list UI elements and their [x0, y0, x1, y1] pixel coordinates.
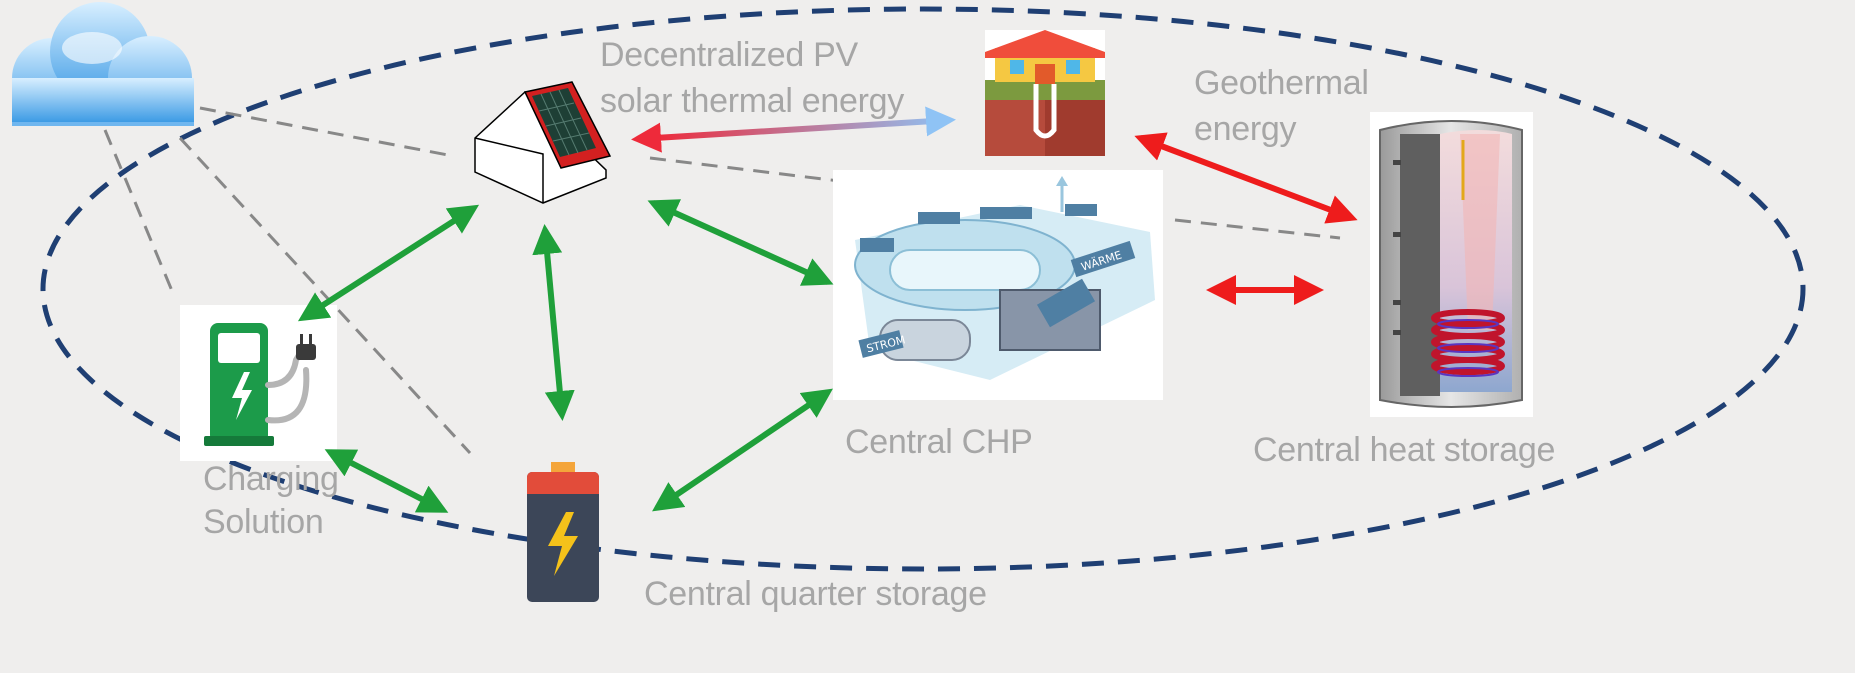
label-central-quarter-storage: Central quarter storage	[644, 575, 987, 613]
geothermal-icon	[985, 30, 1105, 156]
battery-icon	[527, 462, 599, 602]
label-charging-line2: Solution	[203, 503, 324, 541]
link-chp-heat	[1174, 218, 1341, 240]
label-geothermal-line2: energy	[1194, 110, 1297, 148]
quarter-boundary	[40, 6, 1806, 572]
heat-storage-tank-image	[1370, 112, 1533, 417]
arrow-house-chp	[647, 199, 834, 286]
arrow-house-charging	[297, 204, 480, 322]
label-central-chp: Central CHP	[845, 423, 1033, 461]
arrow-charging-battery	[324, 449, 449, 513]
link-cloud-charging	[103, 129, 177, 299]
chp-unit-image: STROM WÄRME	[833, 170, 1163, 400]
label-pv-line2: solar thermal energy	[600, 82, 904, 120]
label-geothermal-line1: Geothermal	[1194, 64, 1369, 102]
house-solar-icon	[474, 81, 612, 204]
pv-geothermal-arrow	[631, 106, 956, 153]
label-charging-line1: Charging	[203, 460, 339, 498]
cloud-icon	[12, 2, 194, 126]
arrow-battery-chp	[652, 388, 833, 512]
geothermal-heat-arrow	[1134, 132, 1358, 224]
label-central-heat-storage: Central heat storage	[1253, 431, 1556, 469]
charging-station-icon	[180, 305, 337, 461]
arrow-house-battery	[532, 224, 575, 421]
green-connections	[297, 199, 834, 513]
link-cloud-house	[199, 106, 449, 157]
label-pv-line1: Decentralized PV	[600, 36, 858, 74]
